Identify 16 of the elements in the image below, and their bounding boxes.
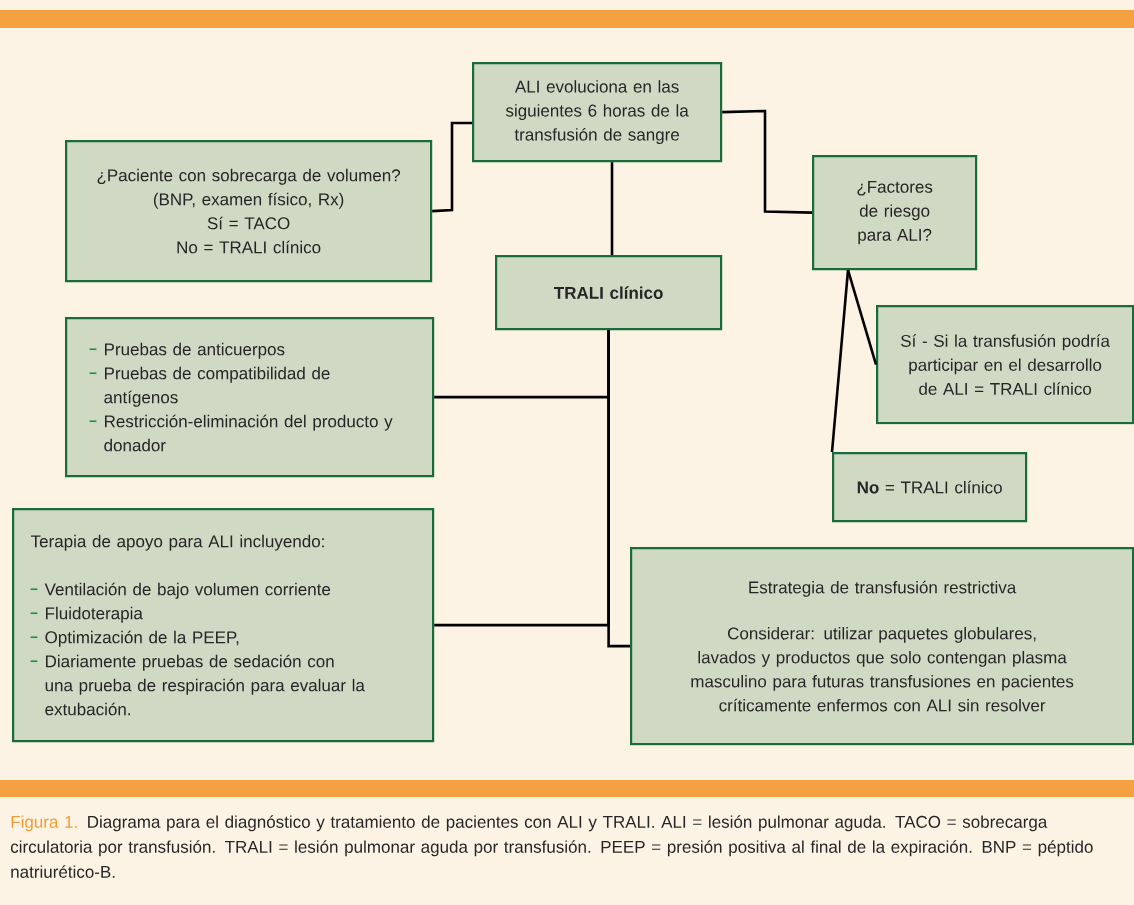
process-box: Pruebas de anticuerpos Pruebas de compatibilidad de antígenos Restricción-eliminación del producto y donador	[65, 317, 435, 478]
process-box: ¿Factores de riesgo para ALI?	[812, 155, 978, 271]
connector-line	[607, 330, 630, 648]
connector-line	[722, 109, 813, 214]
connector-line	[846, 269, 878, 365]
connector-line	[830, 270, 850, 453]
connector-line	[610, 162, 614, 255]
figure-caption: Figura 1. Diagrama para el diagnóstico y tratamiento de pacientes con ALI y TRALI. ALI = lesión pulmonar aguda. TACO = sobrecarga circulatoria por transfusión. TRALI = lesión pulmonar aguda por transfusión. PEEP = presión positiva al final de la expiración. BNP = péptido natriurético-B.	[10, 815, 1093, 878]
process-box: TRALI clínico	[495, 255, 723, 331]
process-box: Estrategia de transfusión restrictiva Considerar: utilizar paquetes globulares, lavados y productos que solo contengan plasma masculino para futuras transfusiones en pacientes críticamente enfermos con ALI sin resolver	[630, 547, 1134, 746]
process-box: ALI evoluciona en las siguientes 6 horas de la transfusión de sangre	[472, 62, 723, 163]
process-box: No = TRALI clínico	[832, 452, 1028, 523]
process-box: Terapia de apoyo para ALI incluyendo: Ventilación de bajo volumen corriente Fluidoterapia Optimización de la PEEP, Diariamente pruebas de sedación con una prueba de respiración para evaluar la extubación.	[12, 508, 435, 743]
process-box: ¿Paciente con sobrecarga de volumen? (BNP, examen físico, Rx) Sí = TACO No = TRALI clínico	[65, 140, 433, 283]
process-box: Sí - Si la transfusión podría participar en el desarrollo de ALI = TRALI clínico	[876, 305, 1134, 425]
connector-line	[432, 121, 472, 213]
